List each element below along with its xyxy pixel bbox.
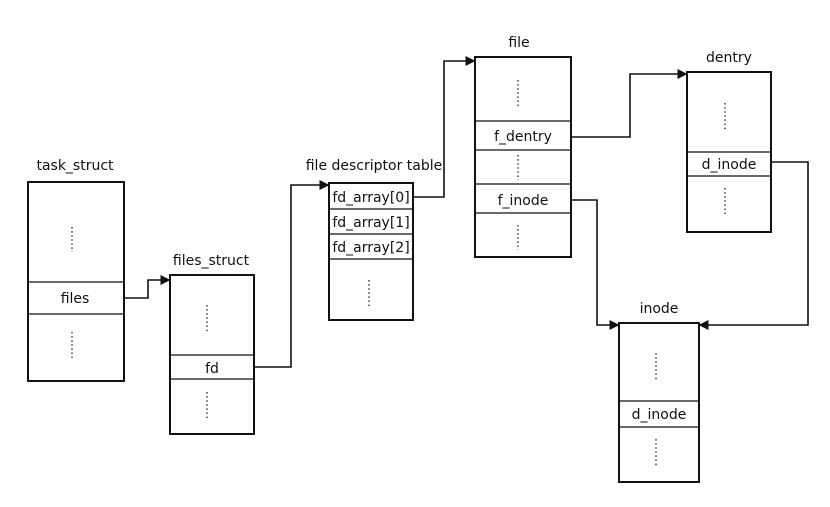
file-f-inode-field: f_inode: [498, 193, 549, 209]
dentry-title: dentry: [706, 50, 752, 66]
dentry-d-inode-field: d_inode: [702, 157, 757, 173]
inode-d-inode-field: d_inode: [632, 407, 687, 423]
task-struct-files-field: files: [61, 291, 90, 307]
files-struct-node: files_struct fd: [169, 253, 255, 435]
task-struct-node: task_struct files: [27, 158, 125, 382]
file-node: file f_dentry f_inode: [474, 35, 572, 258]
file-f-dentry-field: f_dentry: [494, 129, 552, 145]
task-files-to-files-struct-arrow: [124, 275, 171, 299]
files-struct-fd-field: fd: [205, 361, 219, 377]
fd-array-0-field: fd_array[0]: [332, 190, 409, 206]
dentry-node: dentry d_inode: [686, 50, 772, 233]
fd-array-1-field: fd_array[1]: [332, 215, 409, 231]
fd-table-node: file descriptor table fd_array[0] fd_arr…: [306, 158, 443, 321]
f-dentry-to-dentry-arrow: [571, 69, 688, 138]
fd-table-title: file descriptor table: [306, 158, 443, 174]
file-title: file: [508, 35, 529, 51]
inode-node: inode d_inode: [618, 301, 700, 483]
task-struct-title: task_struct: [36, 158, 114, 174]
d-inode-to-inode-arrow: [698, 161, 809, 330]
f-inode-to-inode-arrow: [571, 199, 620, 330]
inode-title: inode: [640, 301, 679, 317]
fd-to-fd-table-arrow: [254, 180, 330, 368]
fd-array-2-field: fd_array[2]: [332, 240, 409, 256]
files-struct-title: files_struct: [173, 253, 250, 269]
fd-array-to-file-arrow: [413, 56, 476, 198]
